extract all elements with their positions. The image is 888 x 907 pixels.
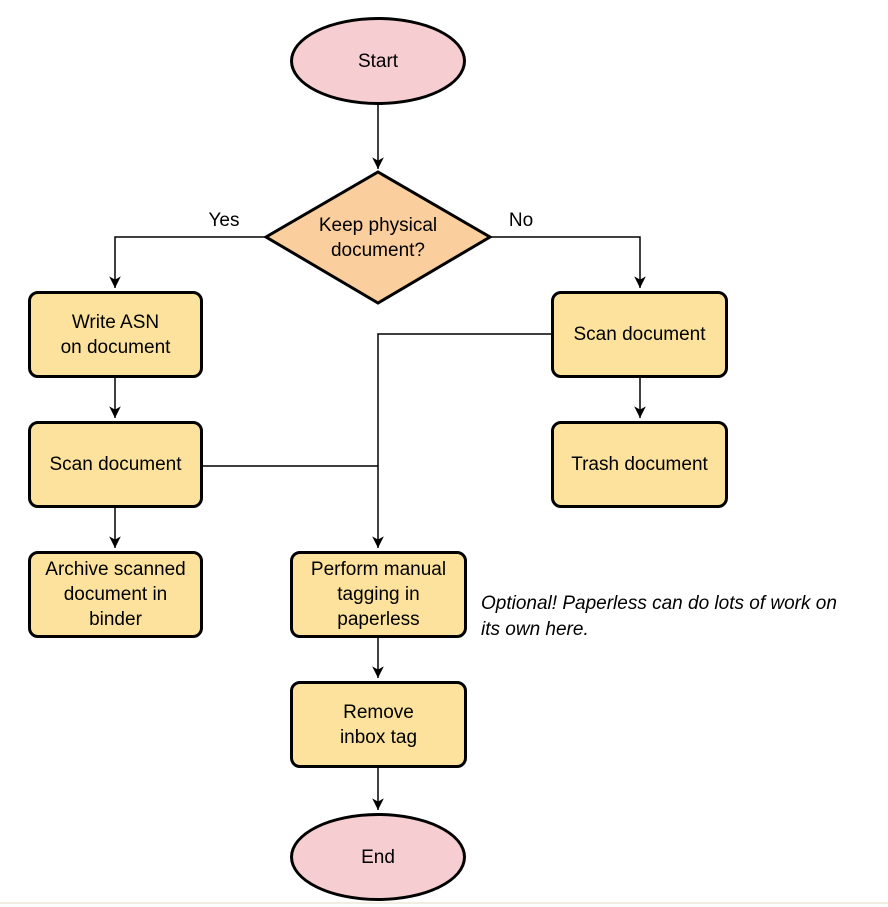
- node-decision: Keep physical document?: [266, 172, 490, 303]
- node-end: End: [290, 813, 466, 901]
- node-end-label: End: [361, 846, 395, 868]
- node-decision-label: Keep physical document?: [318, 214, 438, 261]
- edge-decision-no-to-scan-right: [490, 236, 646, 288]
- optional-note: Optional! Paperless can do lots of work …: [481, 593, 837, 640]
- node-scan-document-left: Scan document: [28, 421, 203, 508]
- edge-decision-yes-to-write-asn: [109, 236, 266, 288]
- node-start-label: Start: [357, 50, 399, 72]
- node-write-asn-label: Write ASN on document: [60, 311, 171, 358]
- node-manual-tagging: Perform manual tagging in paperless: [290, 551, 467, 638]
- edge-scan-right-to-tagging: [372, 333, 551, 548]
- edge-label-no: No: [499, 210, 543, 232]
- node-start: Start: [290, 17, 466, 105]
- node-trash-document-label: Trash document: [571, 454, 708, 475]
- node-decision-shape: [263, 170, 493, 305]
- node-scan-document-left-label: Scan document: [49, 454, 182, 475]
- bottom-edge-rule: [0, 902, 888, 904]
- node-scan-document-right: Scan document: [551, 291, 728, 378]
- edge-label-yes: Yes: [202, 210, 246, 232]
- node-trash-document: Trash document: [551, 421, 728, 508]
- node-manual-tagging-label: Perform manual tagging in paperless: [310, 559, 447, 630]
- node-archive-binder-label: Archive scanned document in binder: [45, 559, 186, 630]
- node-write-asn: Write ASN on document: [28, 291, 203, 378]
- node-scan-document-right-label: Scan document: [573, 324, 706, 345]
- node-remove-inbox-tag: Remove inbox tag: [290, 681, 467, 768]
- node-archive-binder: Archive scanned document in binder: [28, 551, 203, 638]
- node-remove-inbox-tag-label: Remove inbox tag: [339, 701, 418, 748]
